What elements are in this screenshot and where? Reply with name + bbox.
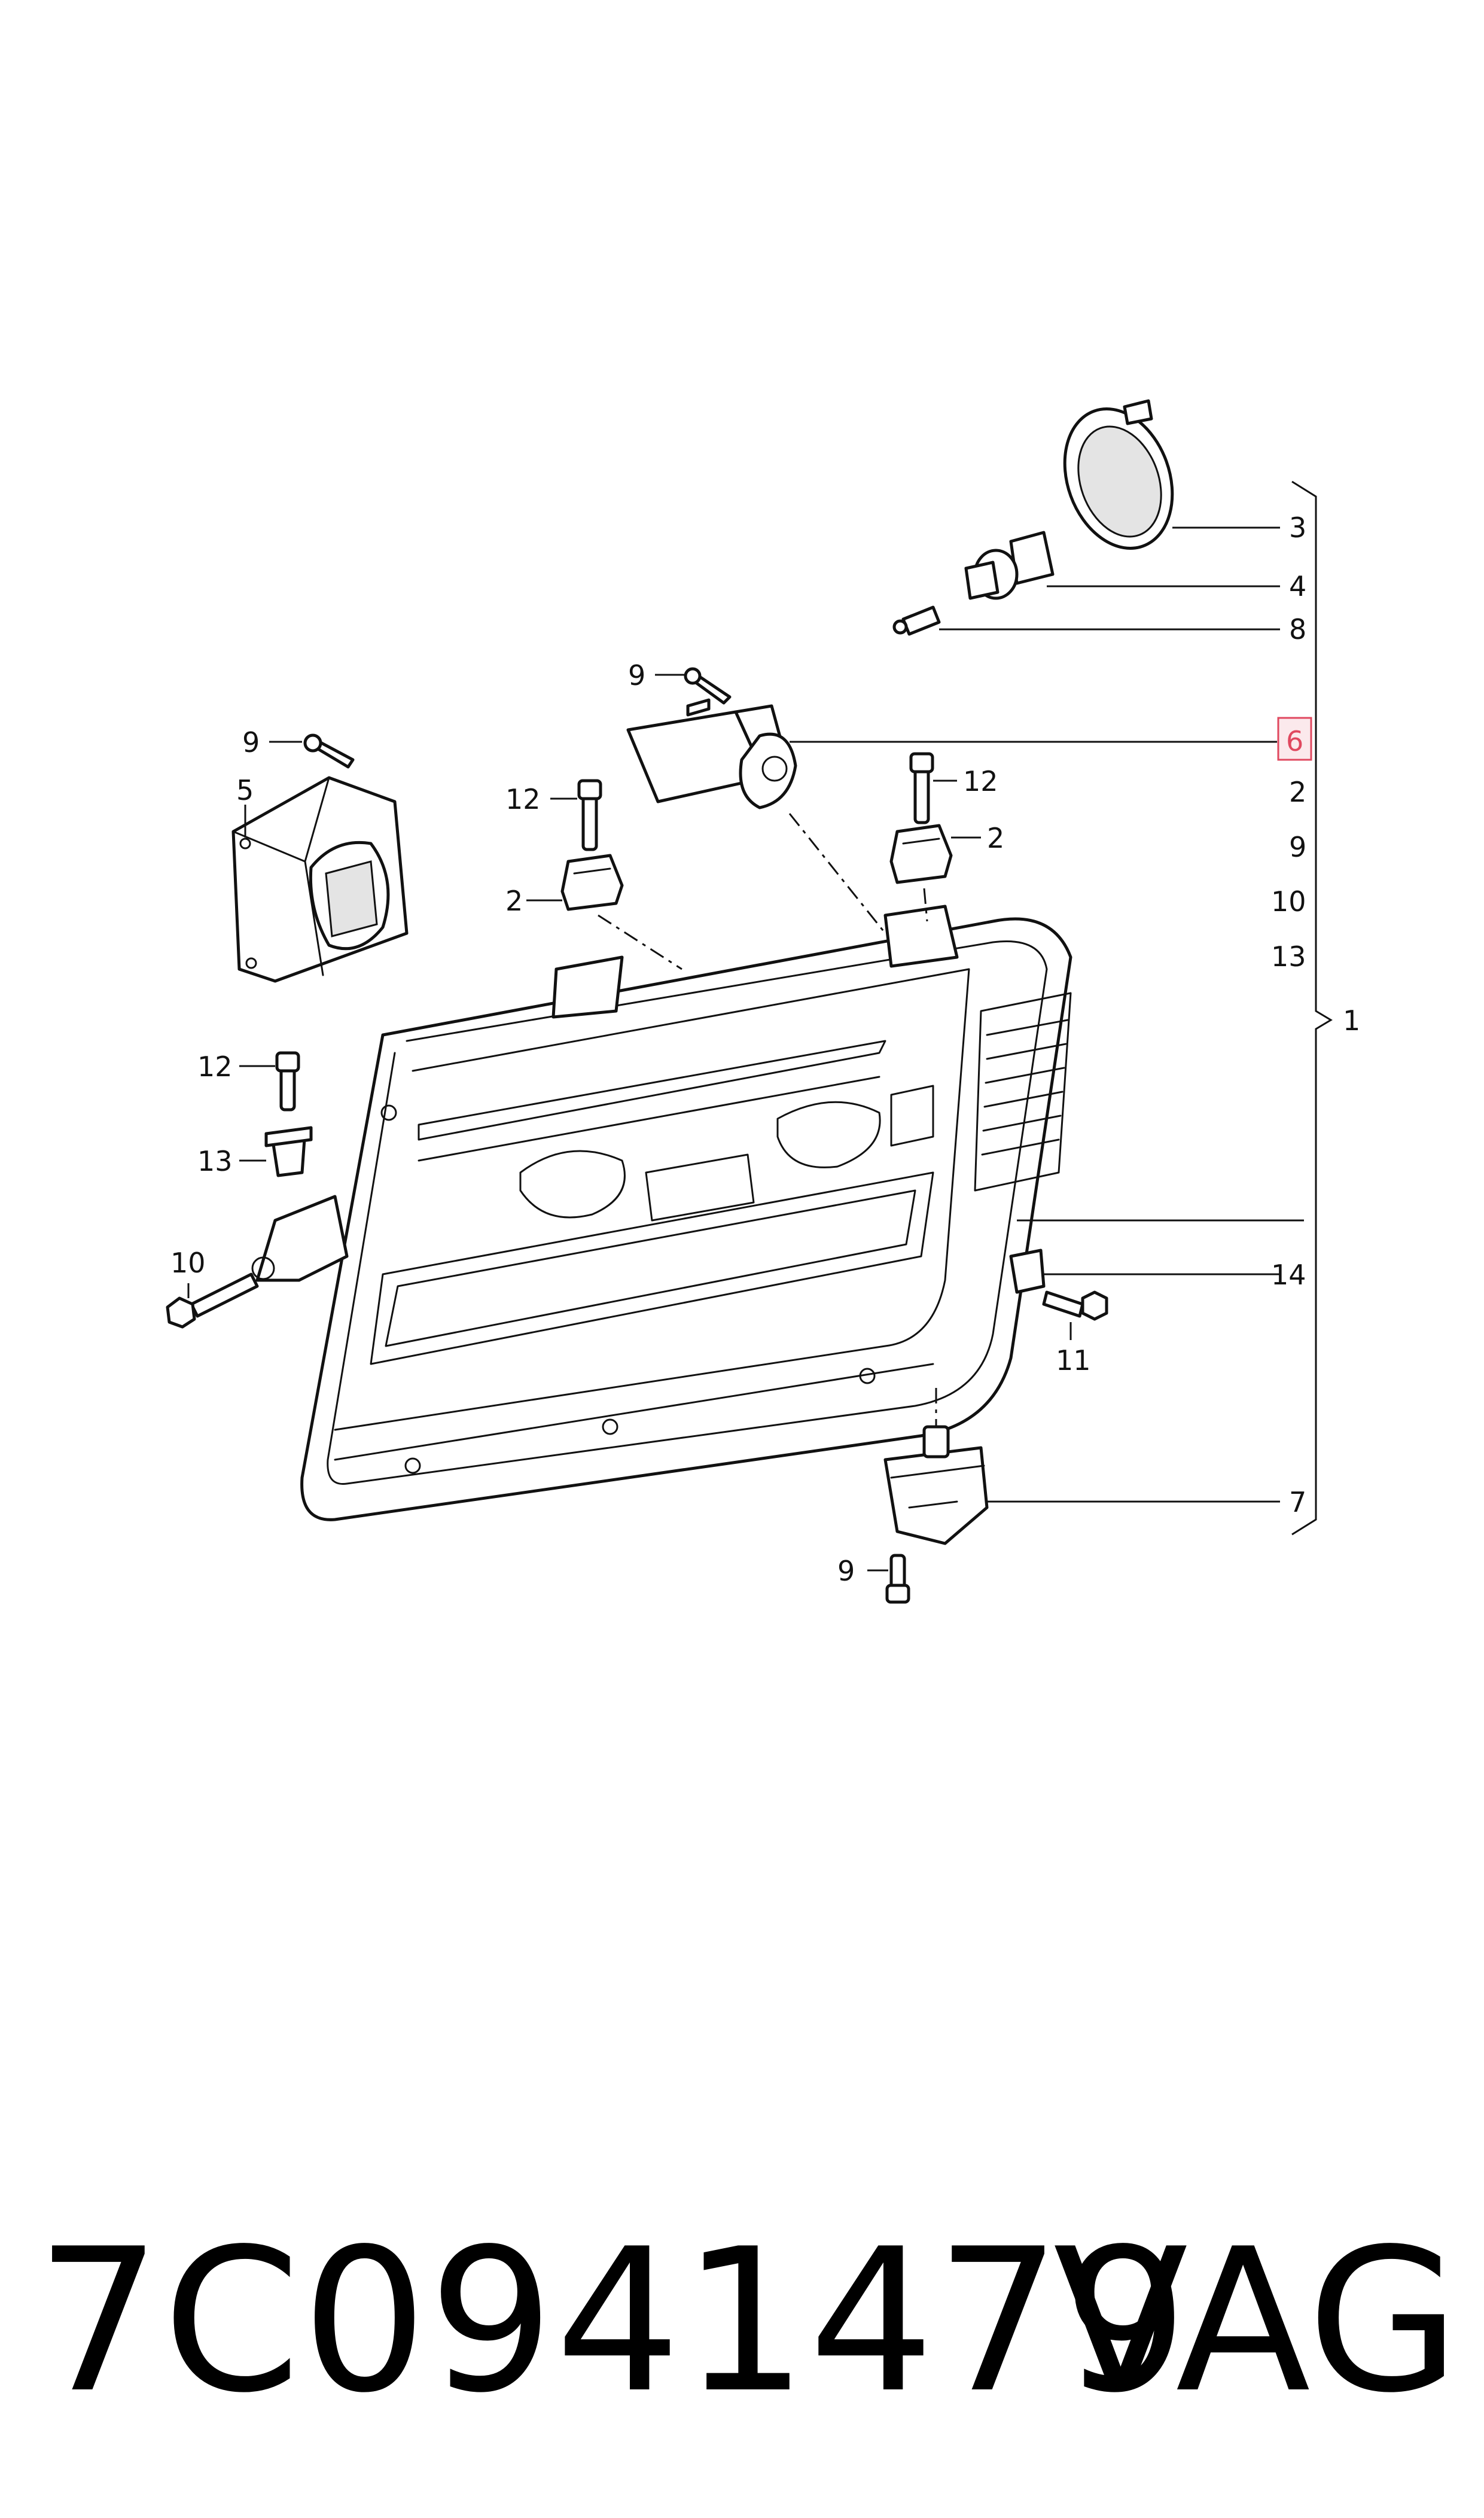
assembly-line-module bbox=[788, 813, 886, 934]
repair-bracket-right[interactable] bbox=[889, 824, 953, 884]
brand-label: VAG bbox=[1053, 2206, 1460, 2436]
repair-bracket-left[interactable] bbox=[560, 854, 624, 911]
headlamp-housing[interactable] bbox=[251, 905, 1072, 1521]
callout-12-right[interactable]: 12 bbox=[963, 765, 998, 797]
small-bulb[interactable] bbox=[892, 605, 941, 636]
screw-top-module[interactable] bbox=[684, 667, 732, 705]
part-number: 7C0941479 bbox=[36, 2206, 1190, 2436]
callout-9-top[interactable]: 9 bbox=[628, 659, 645, 692]
screw-12-left[interactable] bbox=[577, 779, 602, 851]
callout-1[interactable]: 1 bbox=[1343, 1004, 1360, 1037]
led-control-module[interactable] bbox=[626, 698, 797, 809]
assembly-line-bracket-right bbox=[923, 888, 928, 922]
hex-bolt-10[interactable] bbox=[166, 1272, 259, 1329]
callout-9-module[interactable]: 9 bbox=[242, 726, 260, 759]
screw-12-bracket[interactable] bbox=[275, 1051, 300, 1112]
callout-4[interactable]: 4 bbox=[1289, 570, 1306, 602]
callout-10-bracket[interactable]: 10 bbox=[170, 1247, 206, 1279]
screw-actuator[interactable] bbox=[885, 1554, 910, 1604]
callout-9-list[interactable]: 9 bbox=[1289, 831, 1306, 863]
callout-12-bracket[interactable]: 12 bbox=[197, 1051, 233, 1083]
highlight-box-6 bbox=[1277, 717, 1312, 761]
callout-9-bottom[interactable]: 9 bbox=[837, 1555, 855, 1587]
group-brace bbox=[1291, 480, 1333, 1536]
callout-8[interactable]: 8 bbox=[1289, 613, 1306, 646]
callout-12-left[interactable]: 12 bbox=[505, 783, 541, 815]
bulb-socket[interactable] bbox=[964, 531, 1055, 600]
screw-driver-module[interactable] bbox=[303, 733, 355, 769]
expansion-nut[interactable] bbox=[264, 1126, 313, 1177]
callout-14[interactable]: 14 bbox=[1271, 1259, 1306, 1291]
callout-5[interactable]: 5 bbox=[236, 774, 254, 806]
spring-clip[interactable] bbox=[1009, 1249, 1046, 1294]
callout-7[interactable]: 7 bbox=[1289, 1486, 1306, 1518]
callout-13-list[interactable]: 13 bbox=[1271, 940, 1306, 973]
screw-12-right[interactable] bbox=[909, 752, 934, 824]
callout-2-left[interactable]: 2 bbox=[505, 885, 523, 917]
driver-module[interactable] bbox=[231, 776, 409, 983]
callout-10-list[interactable]: 10 bbox=[1271, 885, 1306, 918]
callout-2-list[interactable]: 2 bbox=[1289, 776, 1306, 808]
leveling-actuator[interactable] bbox=[883, 1425, 989, 1545]
callout-2-right[interactable]: 2 bbox=[987, 822, 1004, 854]
callout-13-bracket[interactable]: 13 bbox=[197, 1145, 233, 1177]
hex-bolt-11[interactable] bbox=[1042, 1290, 1108, 1321]
cover-cap[interactable] bbox=[1046, 394, 1191, 564]
callout-6[interactable]: 6 bbox=[1286, 725, 1303, 757]
callout-3[interactable]: 3 bbox=[1289, 511, 1306, 544]
callout-11[interactable]: 11 bbox=[1056, 1344, 1091, 1377]
